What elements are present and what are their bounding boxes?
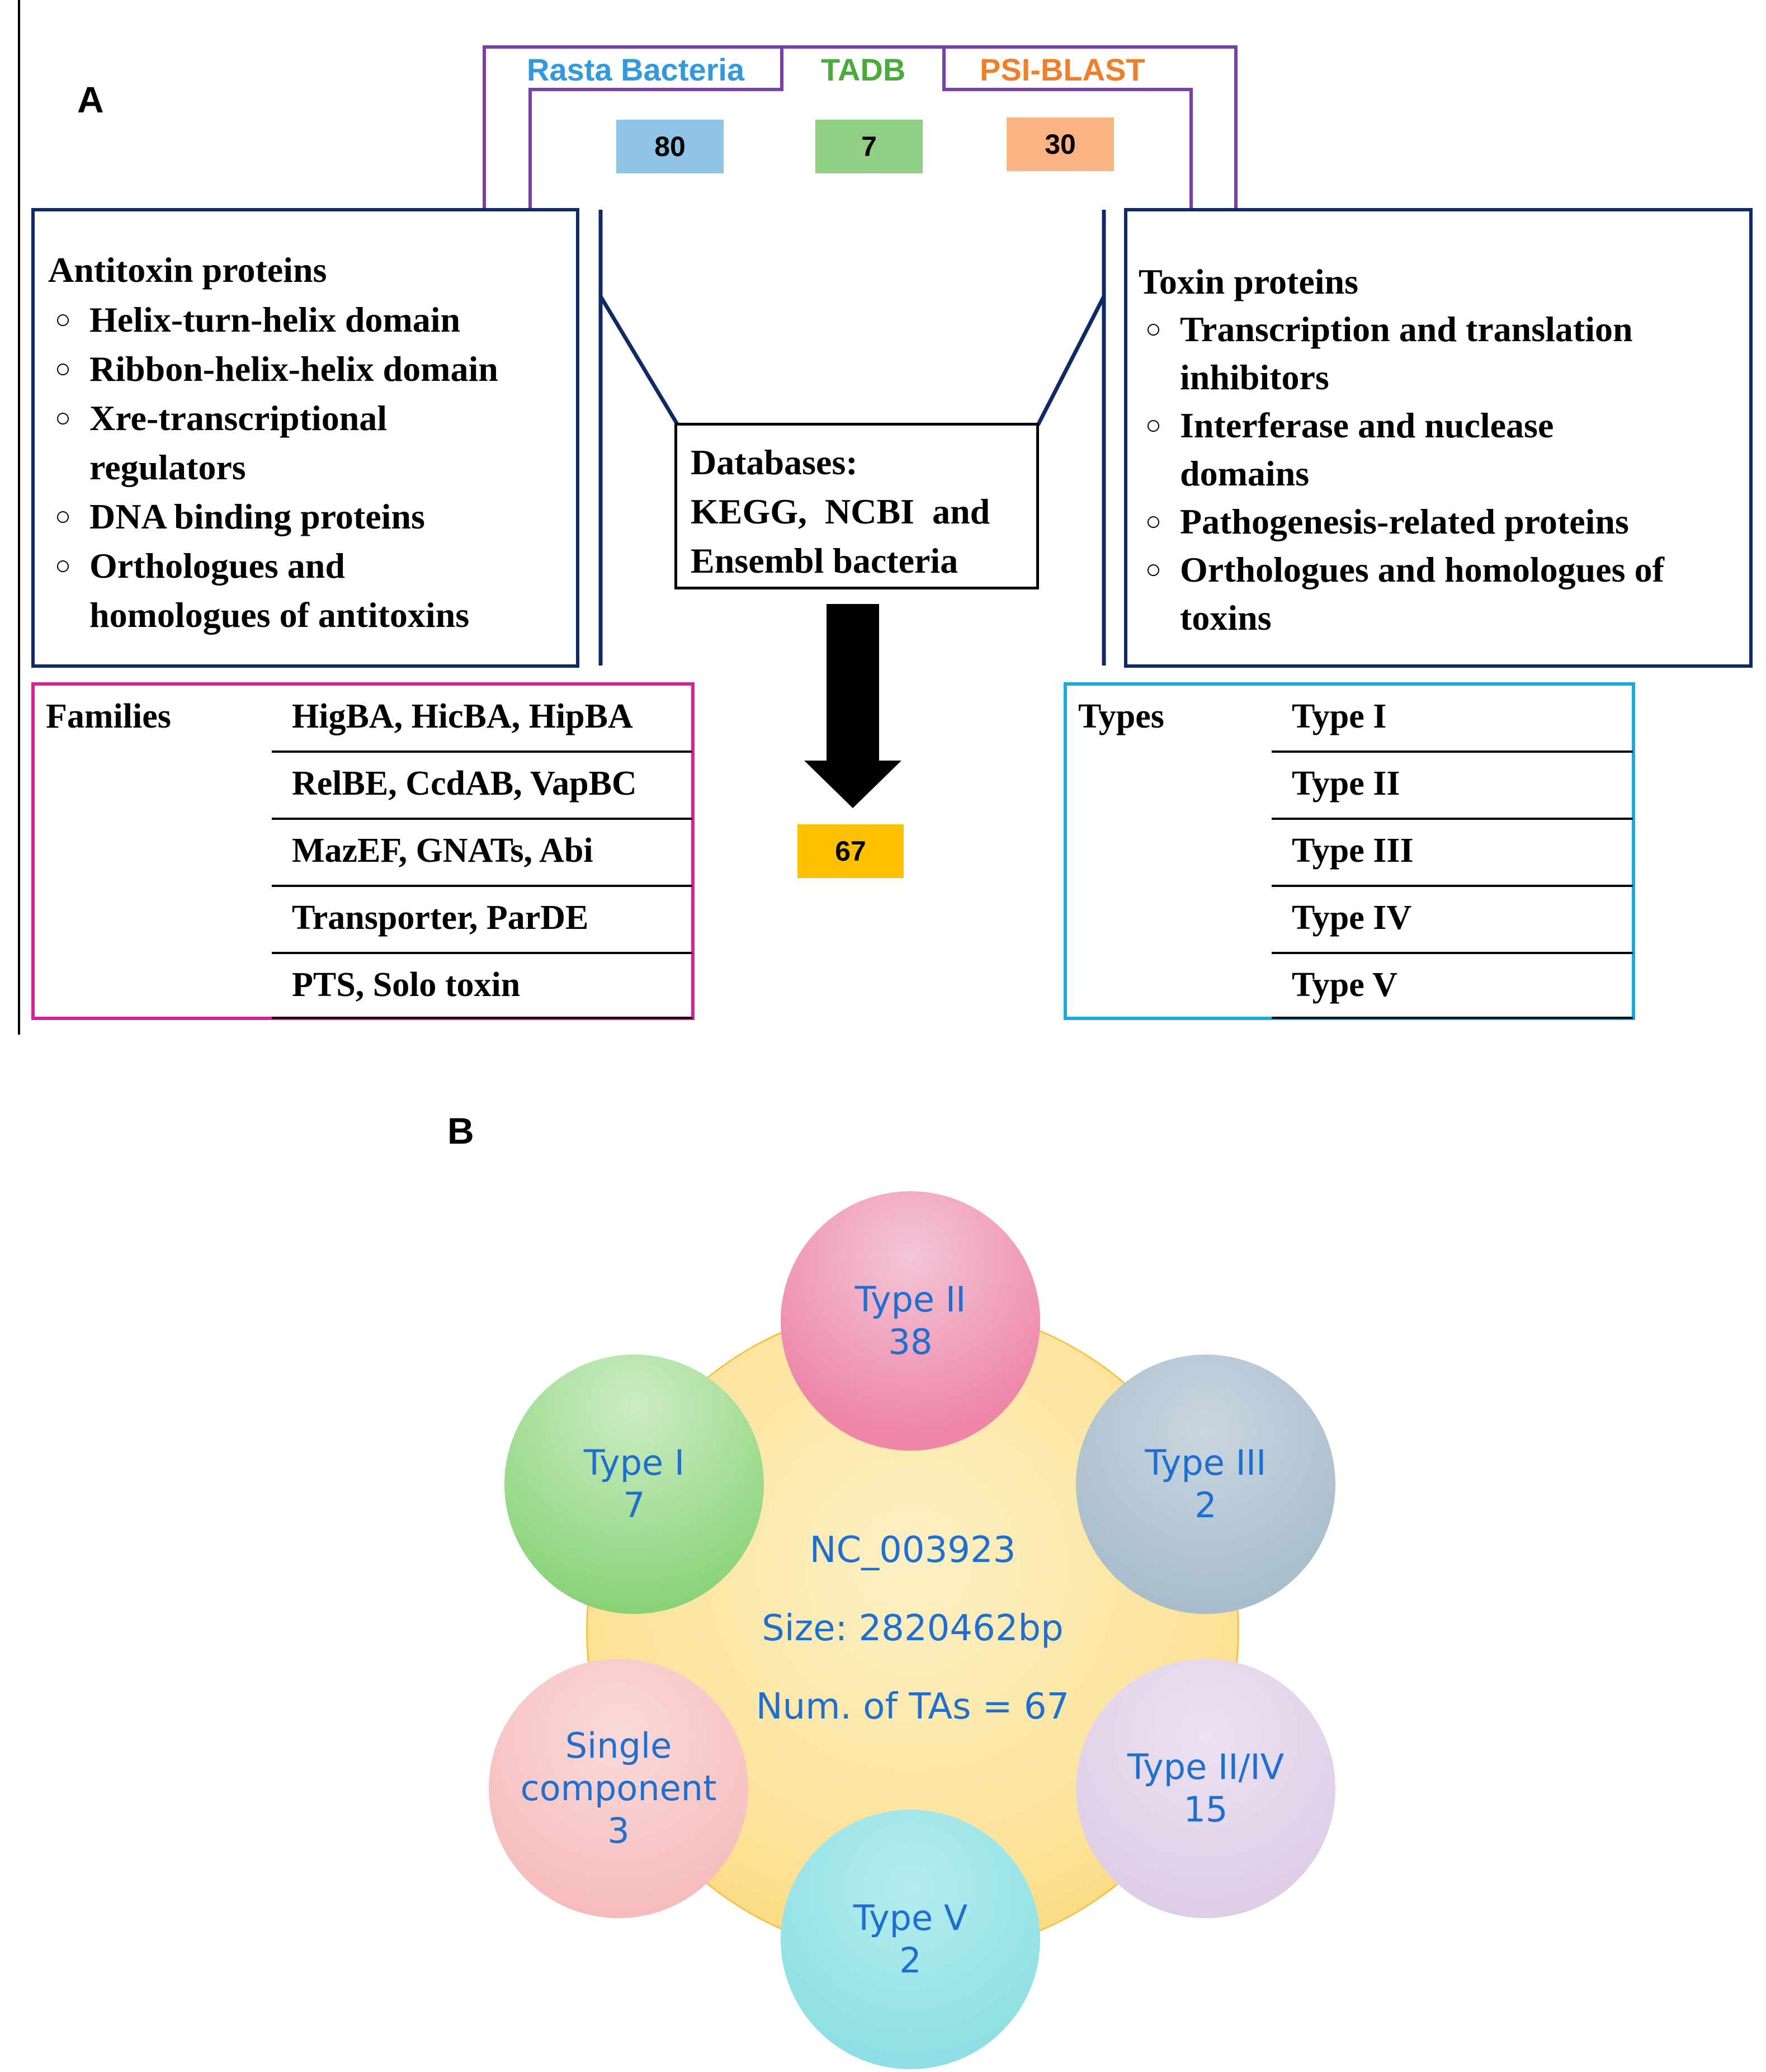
circle-label: Type III <box>1145 1442 1267 1483</box>
databases-line: Ensembl bacteria <box>691 541 958 580</box>
toxin-item: ○ Transcription and translation inhibito… <box>1139 305 1749 402</box>
antitoxin-item-line: homologues of antitoxins <box>89 595 470 635</box>
toxin-item-line: toxins <box>1180 598 1272 638</box>
down-arrow-icon <box>804 604 901 808</box>
toxin-item: ○ Pathogenesis-related proteins <box>1139 498 1749 546</box>
circle-label: Type V <box>853 1898 968 1938</box>
circle-value: 15 <box>1183 1789 1228 1830</box>
antitoxin-item: ○ Xre-transcriptional regulators <box>48 394 576 492</box>
families-row: PTS, Solo toxin <box>272 954 692 1019</box>
toxin-item-line: Orthologues and homologues of <box>1180 550 1664 589</box>
result-count: 67 <box>797 824 904 878</box>
antitoxin-item-line: Orthologues and <box>89 546 345 586</box>
antitoxin-item-line: Ribbon-helix-helix domain <box>89 349 498 389</box>
toxin-item-line: Interferase and nuclease <box>1180 405 1554 445</box>
circle-label: Type II <box>854 1279 966 1320</box>
antitoxin-item-line: Xre-transcriptional <box>89 398 388 438</box>
source-count-psi-blast: 30 <box>1007 117 1114 171</box>
source-bracket-inner <box>528 47 783 210</box>
types-table: Types Type I Type II Type III Type IV Ty… <box>1064 682 1635 1020</box>
types-row: Type V <box>1272 954 1633 1019</box>
families-row: HigBA, HicBA, HipBA <box>272 686 692 753</box>
circle-value: 7 <box>623 1485 645 1526</box>
bullet-icon: ○ <box>1145 410 1161 440</box>
source-bracket-outer <box>483 45 1238 210</box>
bullet-icon: ○ <box>1145 555 1161 584</box>
antitoxin-item: ○ Ribbon-helix-helix domain <box>48 344 576 394</box>
antitoxin-box: Antitoxin proteins ○ Helix-turn-helix do… <box>31 208 579 668</box>
connector-right-diagonal <box>1036 295 1106 426</box>
families-table: Families HigBA, HicBA, HipBA RelBE, CcdA… <box>31 682 695 1020</box>
hub-size: Size: 2820462bp <box>762 1608 1064 1649</box>
toxin-item: ○ Orthologues and homologues of toxins <box>1139 546 1749 642</box>
families-row: Transporter, ParDE <box>272 887 692 954</box>
families-row: MazEF, GNATs, Abi <box>272 820 692 887</box>
antitoxin-item-line: regulators <box>89 447 246 487</box>
databases-box: Databases: KEGG, NCBI and Ensembl bacter… <box>674 423 1039 589</box>
circle-label: component <box>520 1768 717 1809</box>
panel-b-letter: B <box>447 1110 474 1151</box>
circle-label: Type I <box>583 1442 685 1483</box>
panel-a-left-rule <box>18 0 20 1035</box>
bullet-icon: ○ <box>55 551 71 580</box>
circle-value: 2 <box>1194 1485 1217 1526</box>
bullet-icon: ○ <box>1145 314 1161 344</box>
circle-type-ii-iv: Type II/IV 15 <box>1076 1659 1335 1918</box>
source-label-rasta-bacteria: Rasta Bacteria <box>527 52 745 87</box>
source-bracket-inner-right <box>942 47 1193 210</box>
source-count-tadb: 7 <box>815 120 923 173</box>
databases-line: Databases: <box>691 442 858 482</box>
types-row: Type IV <box>1272 887 1633 954</box>
circle-type-i: Type I 7 <box>504 1354 764 1614</box>
bullet-icon: ○ <box>1145 507 1161 536</box>
antitoxin-title: Antitoxin proteins <box>48 250 327 290</box>
types-label: Types <box>1078 697 1164 735</box>
antitoxin-item: ○ Orthologues and homologues of antitoxi… <box>48 541 576 640</box>
antitoxin-item: ○ Helix-turn-helix domain <box>48 295 576 344</box>
toxin-item-line: inhibitors <box>1180 357 1329 397</box>
toxin-title: Toxin proteins <box>1139 262 1359 301</box>
circle-value: 3 <box>607 1810 630 1851</box>
circle-type-iii: Type III 2 <box>1076 1354 1335 1614</box>
connector-left-diagonal <box>598 295 680 426</box>
source-label-tadb: TADB <box>821 52 906 87</box>
types-row: Type II <box>1272 753 1633 820</box>
hub-accession: NC_003923 <box>809 1530 1016 1571</box>
hub-ta-count: Num. of TAs = 67 <box>755 1686 1070 1728</box>
circle-value: 38 <box>888 1321 933 1362</box>
types-row: Type III <box>1272 820 1633 887</box>
bullet-icon: ○ <box>55 305 71 334</box>
connector-lines <box>598 210 1106 666</box>
circle-type-v: Type V 2 <box>781 1810 1040 2069</box>
antitoxin-item-line: DNA binding proteins <box>89 497 425 536</box>
toxin-item: ○ Interferase and nuclease domains <box>1139 402 1749 498</box>
families-row: RelBE, CcdAB, VapBC <box>272 753 692 820</box>
toxin-item-line: domains <box>1180 454 1310 493</box>
circle-label: Single <box>565 1725 672 1766</box>
circle-type-ii: Type II 38 <box>781 1191 1040 1451</box>
toxin-item-line: Pathogenesis-related proteins <box>1180 502 1629 541</box>
antitoxin-item-line: Helix-turn-helix domain <box>89 300 461 339</box>
antitoxin-item: ○ DNA binding proteins <box>48 492 576 541</box>
circle-single-component: Single component 3 <box>489 1659 748 1918</box>
bullet-icon: ○ <box>55 354 71 384</box>
toxin-item-line: Transcription and translation <box>1180 309 1633 349</box>
circle-value: 2 <box>899 1940 922 1981</box>
types-row: Type I <box>1272 686 1633 753</box>
bullet-icon: ○ <box>55 502 71 531</box>
source-count-rasta-bacteria: 80 <box>616 120 724 173</box>
source-label-psi-blast: PSI-BLAST <box>980 52 1145 87</box>
toxin-box: Toxin proteins ○ Transcription and trans… <box>1124 208 1753 668</box>
source-bracket <box>483 45 1238 210</box>
circle-label: Type II/IV <box>1127 1747 1285 1787</box>
families-label: Families <box>46 697 171 735</box>
databases-line: KEGG, NCBI and <box>691 492 990 531</box>
bullet-icon: ○ <box>55 403 71 433</box>
panel-a-letter: A <box>77 79 104 120</box>
